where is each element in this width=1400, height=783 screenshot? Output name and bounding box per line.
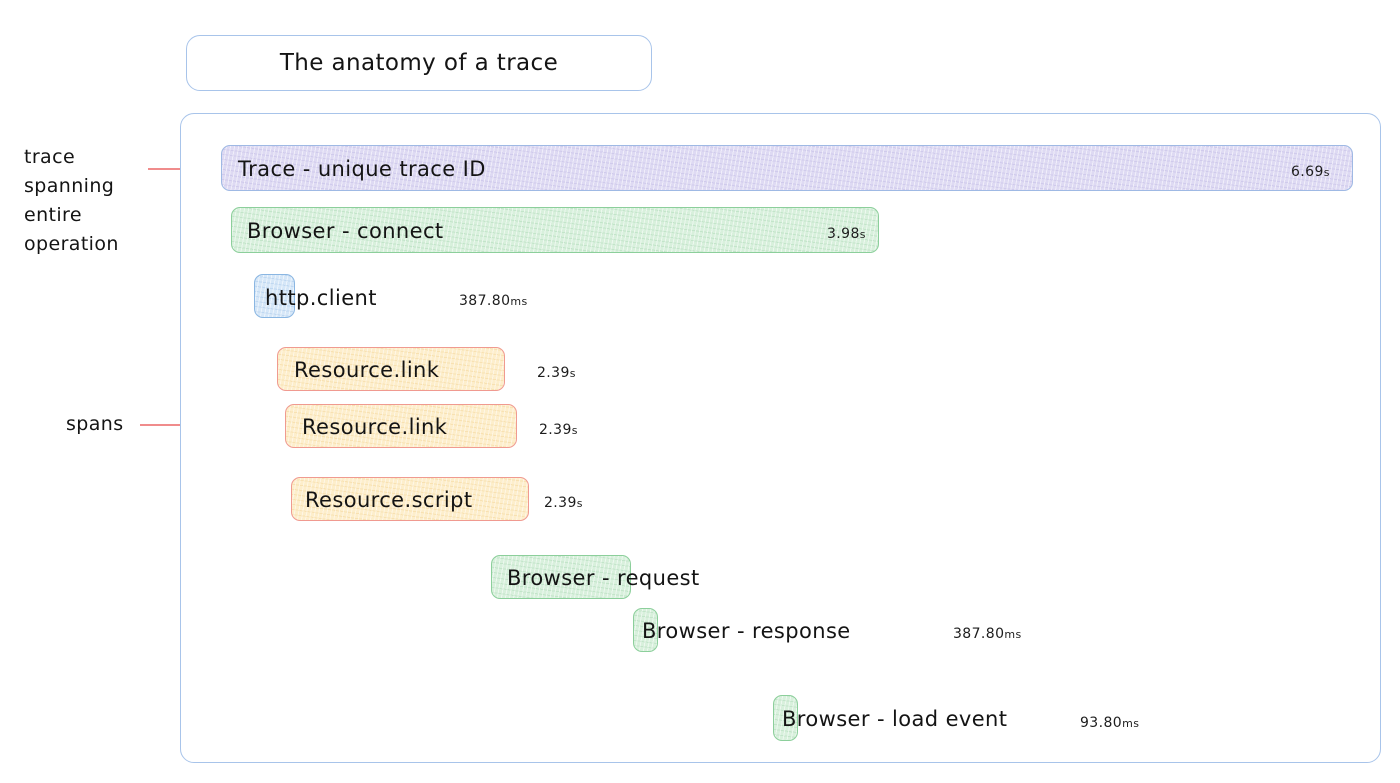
span-bar-browser-connect[interactable] xyxy=(231,207,879,253)
span-bar-trace[interactable] xyxy=(221,145,1353,191)
page-title: The anatomy of a trace xyxy=(279,50,559,76)
span-duration-resource-link-2: 2.39s xyxy=(539,422,578,438)
span-bar-http-client[interactable] xyxy=(254,274,295,318)
annotation-spans-leader-horizontal xyxy=(140,424,215,426)
span-duration-http-client: 387.80ms xyxy=(459,293,528,309)
span-bar-resource-script[interactable] xyxy=(291,477,529,521)
trace-waterfall-container: Trace - unique trace ID 6.69s Browser - … xyxy=(180,113,1381,763)
span-label-browser-load-event: Browser - load event xyxy=(782,707,1008,731)
span-duration-resource-link-1: 2.39s xyxy=(537,365,576,381)
span-duration-resource-script: 2.39s xyxy=(544,495,583,511)
span-bar-browser-response[interactable] xyxy=(633,608,658,652)
title-box: The anatomy of a trace xyxy=(186,35,652,91)
span-bar-resource-link-1[interactable] xyxy=(277,347,505,391)
span-bar-browser-request[interactable] xyxy=(491,555,631,599)
span-duration-browser-response: 387.80ms xyxy=(953,626,1022,642)
span-label-browser-response: Browser - response xyxy=(642,619,851,643)
span-bar-browser-load-event[interactable] xyxy=(773,695,798,741)
annotation-trace-label: trace spanning entire operation xyxy=(24,146,119,255)
annotation-spans-label: spans xyxy=(66,413,124,435)
span-bar-resource-link-2[interactable] xyxy=(285,404,517,448)
span-duration-browser-load-event: 93.80ms xyxy=(1080,715,1140,731)
